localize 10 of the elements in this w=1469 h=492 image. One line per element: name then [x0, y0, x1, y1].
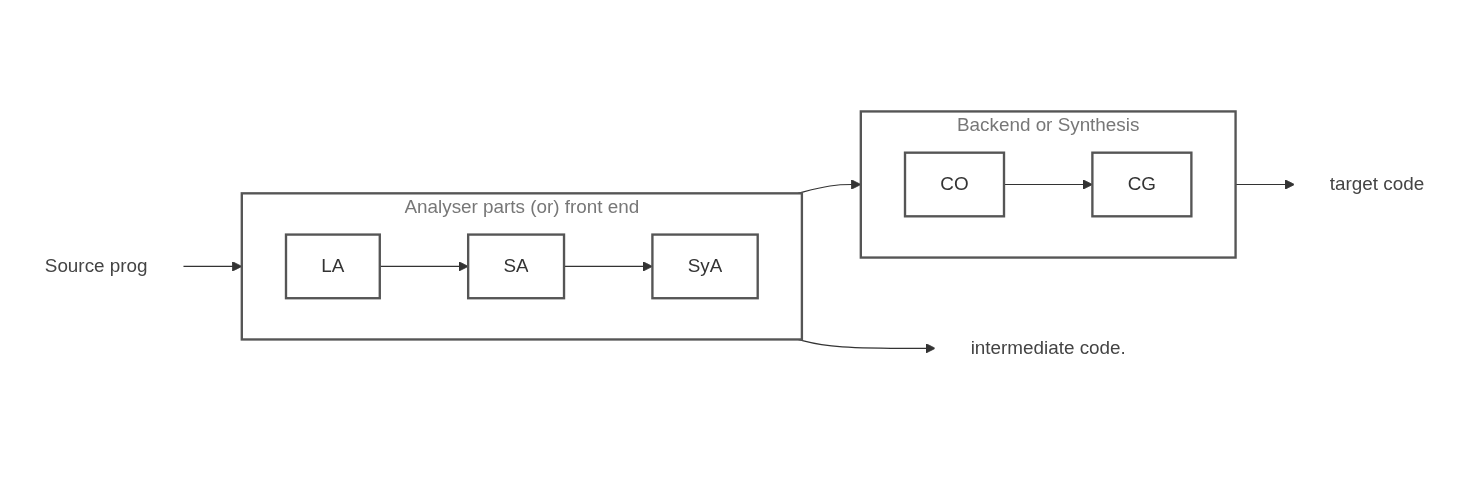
arrow — [379, 261, 469, 272]
node-box: LA — [284, 233, 381, 300]
node-box: SA — [467, 233, 566, 300]
node-text: target code — [1329, 174, 1425, 195]
node-text: Source prog — [44, 256, 148, 277]
node-box: SyA — [651, 233, 759, 300]
node-box: CG — [1091, 151, 1193, 218]
node-box: CO — [903, 151, 1006, 218]
arrow — [1235, 179, 1295, 190]
node-text: intermediate code. — [970, 337, 1126, 358]
